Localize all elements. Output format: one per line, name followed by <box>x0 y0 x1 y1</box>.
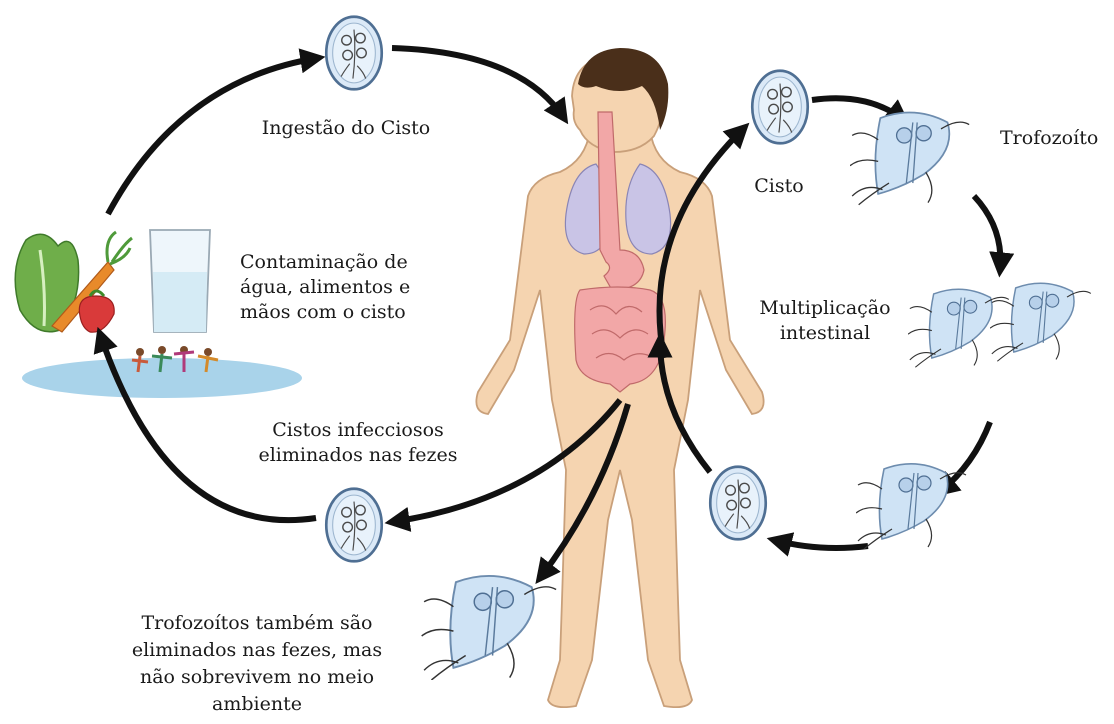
label-trophozoites-in-feces: Trofozoítos também são eliminados nas fe… <box>112 610 402 718</box>
label-ingestion: Ingestão do Cisto <box>246 116 446 141</box>
trophozoite-icon <box>422 576 556 680</box>
trophozoite-icon <box>908 289 1009 367</box>
trophozoite-icon <box>856 464 966 549</box>
cyst-icon <box>752 71 807 144</box>
trophozoite-icon <box>990 283 1091 361</box>
arrow-to-encysting <box>774 540 868 548</box>
arrow-cyst-to-mouth <box>392 48 564 118</box>
arrow-to-multiplication <box>974 196 1000 270</box>
label-cysts-in-feces: Cistos infecciosos eliminados nas fezes <box>238 418 478 468</box>
vegetables-icon <box>15 232 132 332</box>
water-glass-icon <box>150 230 210 332</box>
cyst-icon <box>326 489 381 562</box>
cyst-icon <box>710 467 765 540</box>
label-cyst: Cisto <box>744 174 814 199</box>
trophozoite-icon <box>850 113 969 205</box>
label-contamination: Contaminação de água, alimentos e mãos c… <box>240 250 440 325</box>
label-intestinal-multiplication: Multiplicação intestinal <box>750 296 900 346</box>
label-trophozoite: Trofozoíto <box>1000 126 1114 151</box>
cyst-icon <box>326 17 381 90</box>
